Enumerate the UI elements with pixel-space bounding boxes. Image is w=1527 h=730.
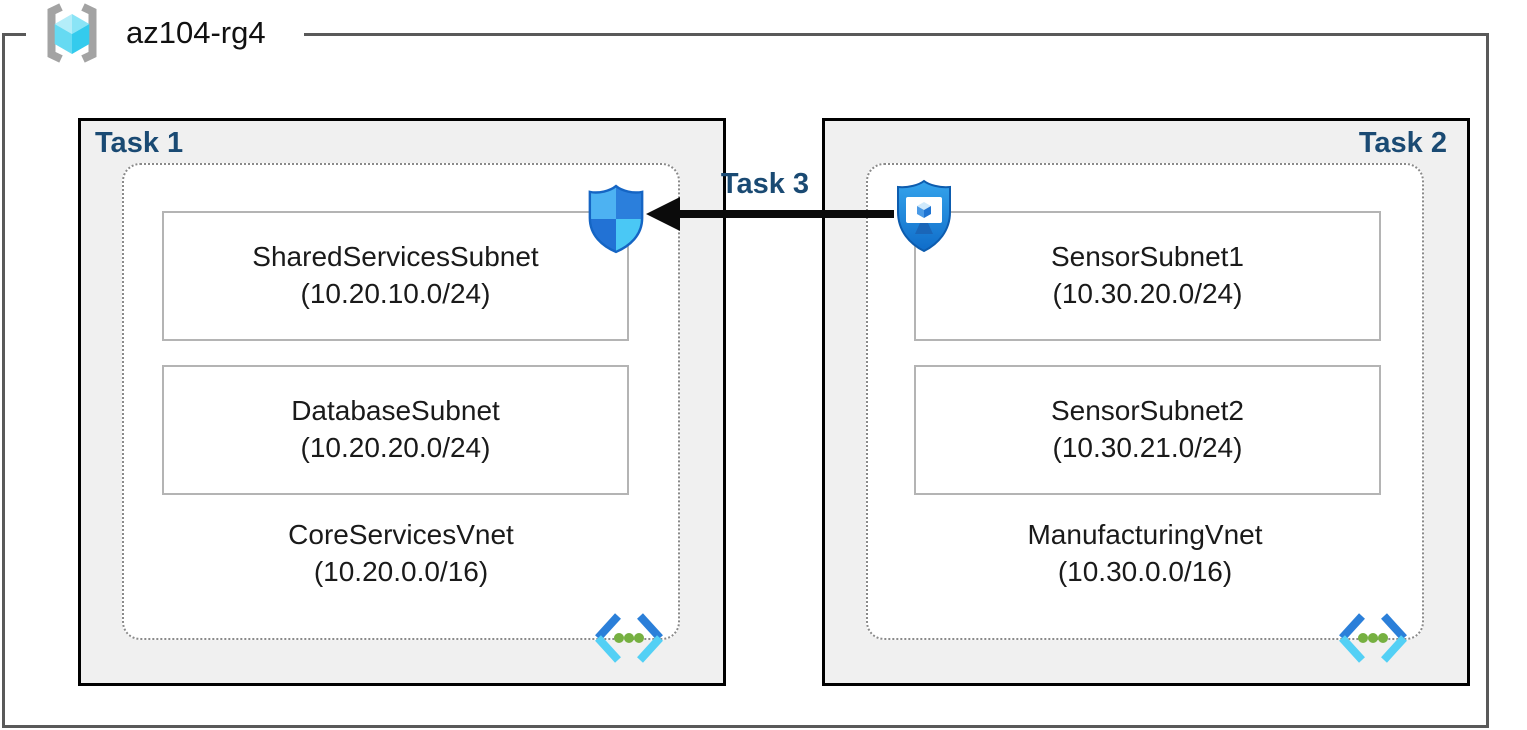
manufacturing-vnet-boundary: SensorSubnet1 (10.30.20.0/24) SensorSubn…	[866, 163, 1424, 663]
vnet-name: CoreServicesVnet	[288, 519, 514, 550]
vnet-name: ManufacturingVnet	[1027, 519, 1263, 550]
sensor-subnet1-box: SensorSubnet1 (10.30.20.0/24)	[914, 211, 1381, 341]
vnet-cidr: (10.30.0.0/16)	[1057, 555, 1233, 587]
vnet-label: CoreServicesVnet (10.20.0.0/16)	[124, 517, 678, 591]
subnet-cidr: (10.20.20.0/24)	[300, 432, 491, 463]
core-services-vnet-boundary: SharedServicesSubnet (10.20.10.0/24) Dat…	[122, 163, 680, 663]
subnet-cidr: (10.30.21.0/24)	[1052, 432, 1243, 463]
sensor-subnet2-box: SensorSubnet2 (10.30.21.0/24)	[914, 365, 1381, 495]
vnet-cidr: (10.20.0.0/16)	[313, 555, 489, 587]
subnet-name: SharedServicesSubnet	[252, 241, 539, 273]
subnet-name: SensorSubnet1	[1050, 241, 1245, 273]
virtual-network-icon	[1339, 613, 1407, 663]
task2-label: Task 2	[1358, 127, 1447, 159]
resource-group-label: az104-rg4	[126, 15, 266, 50]
resource-group-header: az104-rg4	[26, 0, 304, 66]
resource-group-frame	[2, 33, 1489, 728]
subnet-name: DatabaseSubnet	[291, 395, 500, 427]
subnet-cidr: (10.20.10.0/24)	[300, 278, 491, 309]
task3-arrow	[646, 197, 894, 231]
resource-group-icon	[47, 3, 97, 63]
network-security-group-shield-icon	[588, 184, 644, 254]
subnet-name: SensorSubnet2	[1050, 395, 1245, 427]
vnet-label: ManufacturingVnet (10.30.0.0/16)	[868, 517, 1422, 591]
shared-services-subnet-box: SharedServicesSubnet (10.20.10.0/24)	[162, 211, 629, 341]
virtual-network-icon	[595, 613, 663, 663]
azure-bastion-icon	[897, 179, 951, 253]
task3-label: Task 3	[720, 168, 810, 200]
database-subnet-box: DatabaseSubnet (10.20.20.0/24)	[162, 365, 629, 495]
subnet-cidr: (10.30.20.0/24)	[1052, 278, 1243, 309]
task1-label: Task 1	[95, 127, 184, 159]
